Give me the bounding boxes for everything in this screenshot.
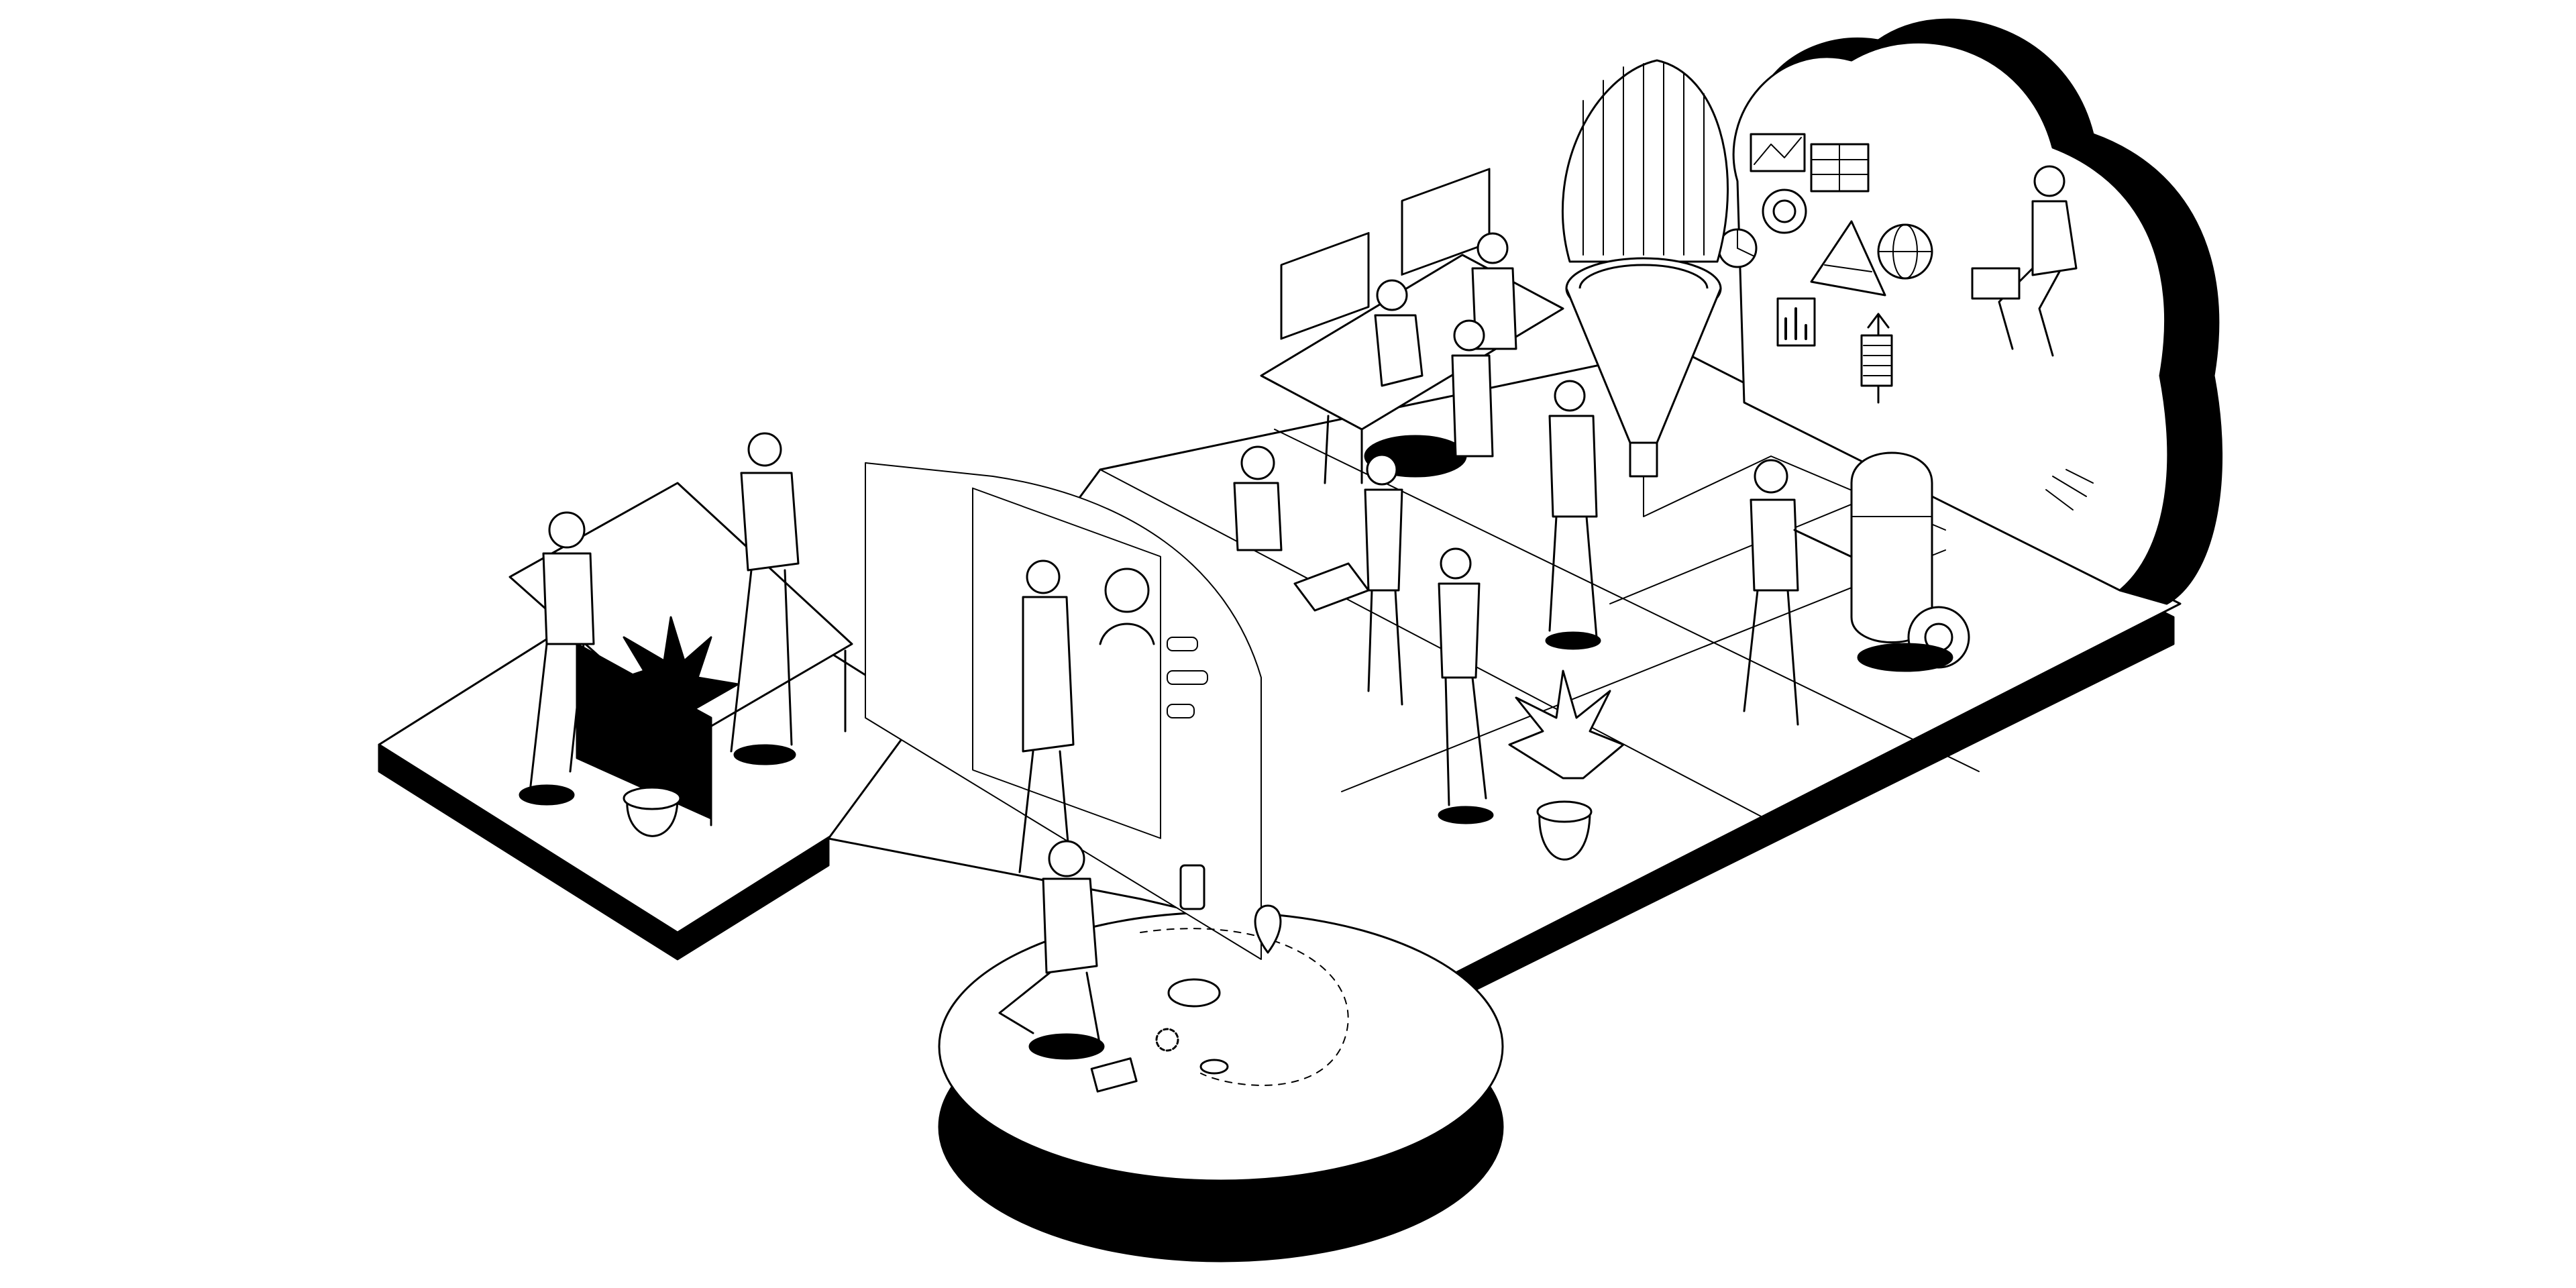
person-tall-standing bbox=[1545, 380, 1601, 650]
avatar-icon bbox=[1099, 568, 1155, 645]
person-center bbox=[1451, 319, 1494, 458]
stacked-bars-icon bbox=[1860, 334, 1893, 387]
person-touching-screen bbox=[1018, 559, 1075, 873]
lounge-plant bbox=[1508, 669, 1625, 861]
person-on-cloud bbox=[1971, 165, 2078, 357]
round-stage-top bbox=[938, 911, 1504, 1182]
laptop-icon bbox=[1971, 267, 2021, 300]
person-with-laptop bbox=[1293, 453, 1403, 706]
person-seated-left bbox=[1374, 279, 1424, 387]
monitor-workstations bbox=[1233, 168, 1601, 824]
donut-chart-icon bbox=[1762, 189, 1807, 234]
person-with-robot bbox=[1743, 459, 1853, 726]
analytics-cloud bbox=[1717, 18, 2223, 605]
sparkle-lines bbox=[2045, 469, 2094, 511]
robot-assistant bbox=[1743, 451, 1970, 726]
person-talking bbox=[1438, 547, 1494, 824]
binary-data-stream bbox=[1582, 63, 1705, 256]
gear-icon bbox=[1155, 1028, 1179, 1052]
monitor-right bbox=[1401, 168, 1491, 276]
bar-chart-icon bbox=[1776, 297, 1816, 347]
chat-bubble-icon bbox=[1167, 978, 1221, 1008]
customer-journey-circle bbox=[998, 840, 1349, 1093]
phone-icon bbox=[1179, 864, 1205, 910]
potted-plant bbox=[602, 616, 739, 837]
monitor-left bbox=[1280, 231, 1370, 340]
data-funnel bbox=[1562, 59, 1946, 531]
laptop-icon bbox=[1293, 562, 1370, 612]
person-presenting bbox=[730, 432, 800, 765]
triangle-chart-icon bbox=[1810, 220, 1886, 297]
location-pin-icon bbox=[1254, 904, 1282, 954]
planning-desk bbox=[508, 432, 853, 837]
person-kneeling bbox=[998, 840, 1105, 1060]
line-chart-icon bbox=[1750, 133, 1806, 172]
person-seated-low bbox=[1233, 445, 1283, 551]
globe-icon bbox=[1877, 223, 1933, 280]
glass-screen bbox=[865, 462, 1262, 960]
notepad-icon bbox=[1090, 1057, 1138, 1093]
person-reading bbox=[519, 511, 595, 806]
